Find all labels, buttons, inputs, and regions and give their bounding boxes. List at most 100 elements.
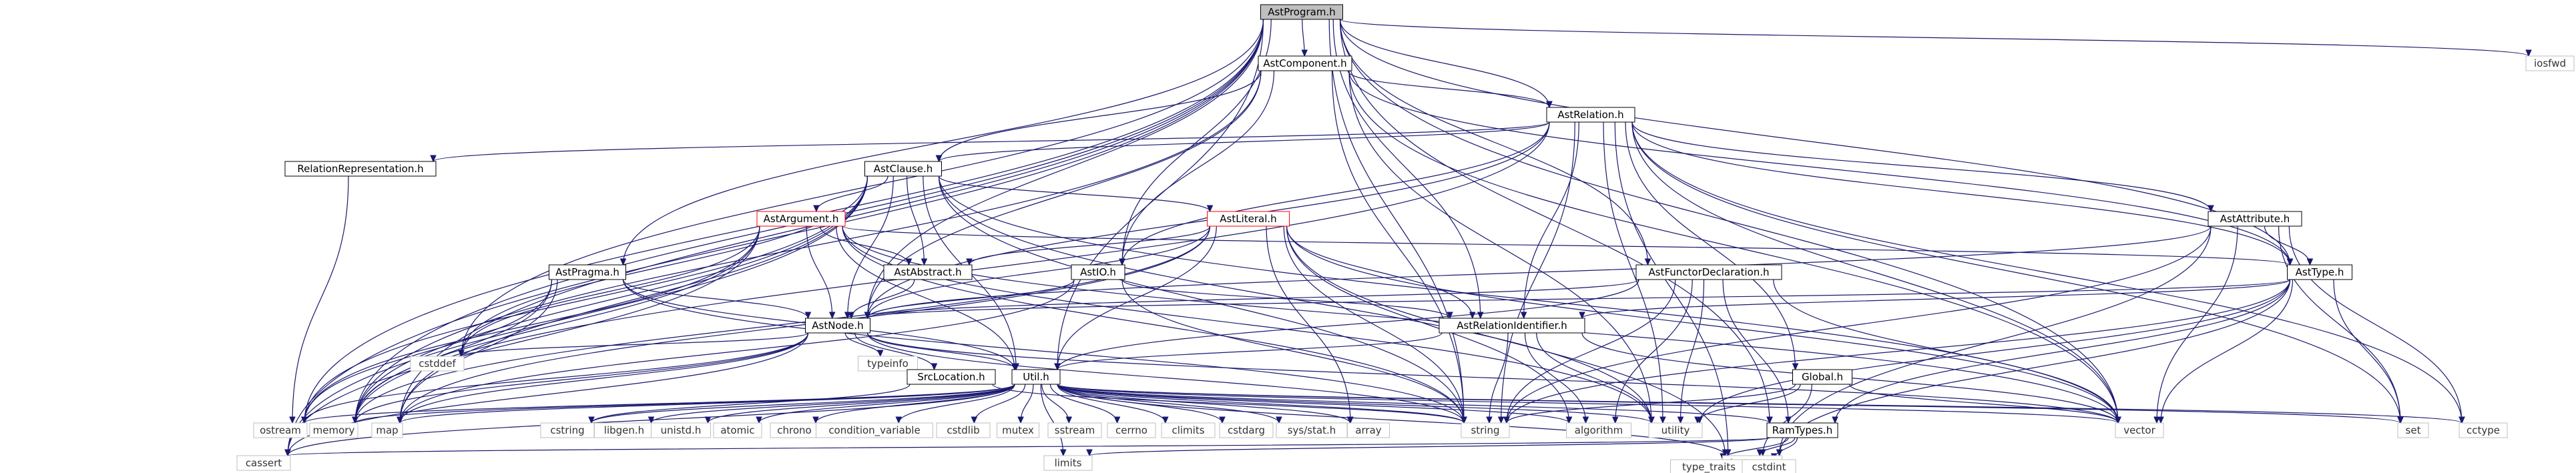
node-box: [1219, 422, 1274, 438]
edge-astattribute_h-to-set: [2278, 225, 2404, 424]
node-astprogram-h[interactable]: AstProgram.h: [1260, 4, 1343, 20]
node-label: AstNode.h: [812, 320, 863, 332]
edge-line: [1631, 121, 2119, 424]
node-label: vector: [2123, 424, 2155, 436]
node-astnode-h[interactable]: AstNode.h: [805, 318, 870, 334]
node-cstddef: cstddef: [410, 356, 465, 372]
edge-arrowhead: [619, 258, 627, 266]
edge-line: [2288, 225, 2463, 424]
edge-line: [1536, 332, 1652, 424]
edge-line: [1581, 279, 2291, 319]
node-astabstract-h[interactable]: AstAbstract.h: [883, 264, 973, 280]
edge-global_h-to-string: [1503, 384, 1796, 424]
edge-arrowhead: [812, 416, 819, 424]
graph-edges: [284, 19, 2532, 461]
node-label: cstdlib: [947, 424, 979, 436]
edge-arrowhead: [1017, 416, 1024, 424]
edge-arrowhead: [704, 416, 712, 424]
edge-line: [1057, 384, 1166, 424]
edge-astattribute_h-to-vector: [2153, 225, 2238, 424]
edge-astclause_h-to-astabstract_h: [906, 175, 928, 266]
node-srclocation-h[interactable]: SrcLocation.h: [907, 369, 996, 385]
node-climits: climits: [1161, 422, 1216, 438]
edge-line: [1523, 121, 1579, 319]
node-util-h[interactable]: Util.h: [1011, 369, 1061, 385]
edge-util_h-to-ostream: [301, 384, 1015, 424]
edge-line: [354, 225, 760, 424]
node-global-h[interactable]: Global.h: [1792, 369, 1852, 385]
node-astpragma-h[interactable]: AstPragma.h: [549, 264, 626, 280]
edge-astliteral_h-to-astrelationidentifier_h: [1286, 225, 1476, 320]
node-astliteral-h[interactable]: AstLiteral.h: [1207, 211, 1290, 227]
node-box: [2115, 422, 2164, 438]
node-string: string: [1461, 422, 1510, 438]
edge-arrowhead: [895, 416, 903, 424]
edge-astliteral_h-to-vector: [1286, 225, 2121, 424]
node-astio-h[interactable]: AstIO.h: [1071, 264, 1125, 280]
node-asttype-h[interactable]: AstType.h: [2287, 264, 2352, 280]
node-astrelation-h[interactable]: AstRelation.h: [1546, 107, 1635, 123]
edge-util_h-to-climits: [1057, 384, 1169, 424]
edge-line: [1506, 384, 1796, 424]
edge-util_h-to-sstream: [1041, 384, 1073, 424]
edge-arrowhead: [1648, 416, 1655, 424]
edge-global_h-to-utility: [1694, 384, 1801, 424]
edge-util_h-to-cctype: [1057, 384, 2465, 424]
node-astrelationidentifier-h[interactable]: AstRelationIdentifier.h: [1439, 318, 1585, 334]
edge-asttype_h-to-astrelationidentifier_h: [1579, 279, 2291, 320]
edge-line: [304, 279, 553, 424]
node-box: [1043, 455, 1093, 471]
edge-arrowhead: [1503, 416, 1510, 424]
node-label: ostream: [260, 424, 301, 436]
edge-astprogram_h-to-astrelationidentifier_h: [1332, 19, 1484, 320]
edge-astargument_h-to-cstddef: [458, 225, 760, 358]
node-astattribute-h[interactable]: AstAttribute.h: [2208, 211, 2302, 227]
edge-astrelationidentifier_h-to-util_h: [1054, 332, 1443, 371]
node-label: atomic: [720, 424, 754, 436]
edge-astclause_h-to-astnode_h: [844, 175, 894, 320]
edge-line: [622, 19, 1264, 266]
edge-asttype_h-to-ramtypes_h: [1832, 279, 2291, 424]
edge-line: [815, 384, 1015, 424]
node-box: [253, 422, 308, 438]
edge-arrowhead: [1832, 416, 1838, 424]
node-box: [997, 422, 1039, 438]
edge-line: [1332, 19, 1481, 319]
edge-ramtypes_h-to-cassert: [284, 437, 1770, 457]
edge-arrowhead: [1722, 449, 1729, 457]
node-label: AstAbstract.h: [894, 266, 961, 278]
edge-line: [1489, 332, 1509, 424]
node-box: [1792, 369, 1852, 385]
edge-line: [969, 225, 1211, 266]
edge-line: [461, 19, 1264, 357]
node-astfunctordeclaration-h[interactable]: AstFunctorDeclaration.h: [1635, 264, 1782, 280]
edge-astclause_h-to-astargument_h: [813, 175, 888, 213]
edge-astrelation_h-to-global_h: [1625, 121, 1799, 371]
node-label: cerrno: [1115, 424, 1147, 436]
edge-line: [399, 279, 1075, 424]
edge-arrowhead: [1113, 416, 1121, 424]
node-astcomponent-h[interactable]: AstComponent.h: [1258, 55, 1352, 71]
node-box: [1742, 459, 1796, 473]
edge-arrowhead: [430, 155, 437, 163]
node-astclause-h[interactable]: AstClause.h: [864, 161, 942, 177]
node-relationrepresentation-h[interactable]: RelationRepresentation.h: [284, 161, 437, 177]
edge-line: [461, 225, 760, 357]
edge-util_h-to-limits: [1040, 384, 1067, 457]
node-ramtypes-h[interactable]: RamTypes.h: [1766, 422, 1838, 438]
edge-astrelation_h-to-asttype_h: [1631, 121, 2294, 266]
node-cstdarg: cstdarg: [1219, 422, 1274, 438]
edge-arrowhead: [1162, 416, 1169, 424]
edge-arrowhead: [1486, 416, 1493, 424]
edge-line: [354, 332, 809, 424]
edge-line: [1286, 225, 1726, 456]
edge-astfunctordeclaration_h-to-algorithm: [1611, 279, 1693, 424]
node-box: [1635, 264, 1782, 280]
node-box: [1566, 422, 1631, 438]
node-cstring: cstring: [540, 422, 595, 438]
edge-astcomponent_h-to-asttype_h: [1348, 70, 2294, 266]
node-condition-variable: condition_variable: [816, 422, 933, 438]
edge-line: [1631, 121, 2401, 424]
node-astargument-h[interactable]: AstArgument.h: [756, 211, 846, 227]
edge-util_h-to-iostream: [1057, 384, 1729, 457]
